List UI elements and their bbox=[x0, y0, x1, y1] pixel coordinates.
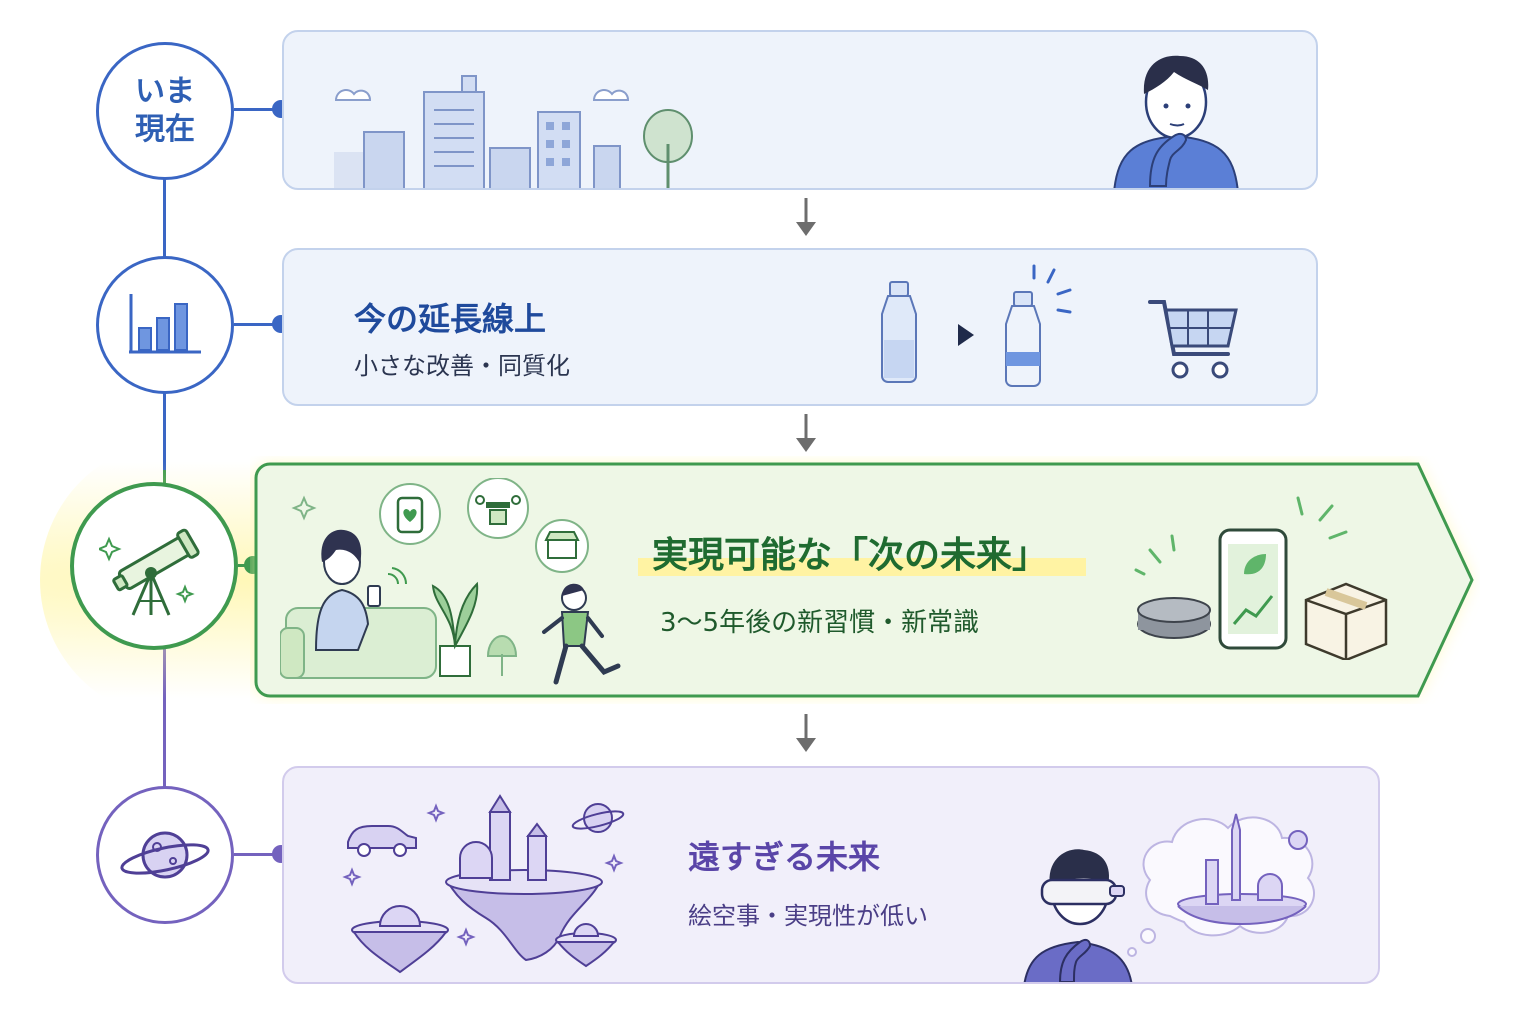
stage-node-now: いま 現在 bbox=[96, 42, 234, 180]
stage-node-far-future bbox=[96, 786, 234, 924]
stage-card-extension: 今の延長線上 小さな改善・同質化 bbox=[282, 248, 1318, 406]
shopping-cart-icon bbox=[1148, 300, 1238, 379]
stage-card-far-future: 遠すぎる未来 絵空事・実現性が低い bbox=[282, 766, 1380, 984]
title-highlight bbox=[638, 558, 1086, 576]
bottle-icon bbox=[881, 281, 917, 383]
stage-subtitle-next-future: 3～5年後の新習慣・新常識 bbox=[660, 608, 980, 638]
node-label-line1: いま bbox=[135, 74, 195, 109]
city-skyline-illustration bbox=[334, 75, 693, 188]
stage-title-far-future: 遠すぎる未来 bbox=[688, 838, 881, 876]
smart-devices-illustration bbox=[1134, 496, 1388, 660]
floating-islands-illustration bbox=[342, 794, 625, 974]
vr-dreamer-illustration bbox=[1023, 813, 1315, 982]
stage-subtitle-far-future: 絵空事・実現性が低い bbox=[688, 902, 928, 930]
planet-icon bbox=[120, 831, 210, 879]
arrow-down-3 bbox=[796, 714, 816, 752]
arrow-down-2 bbox=[796, 414, 816, 452]
thinking-person-illustration bbox=[1113, 55, 1239, 188]
stage-card-now bbox=[282, 30, 1318, 190]
bar-chart-icon bbox=[129, 294, 201, 354]
arrow-right-icon bbox=[958, 324, 974, 346]
connector-extension bbox=[234, 323, 280, 326]
node-label-line2: 現在 bbox=[135, 112, 195, 147]
lifestyle-illustration bbox=[280, 478, 621, 685]
connector-now bbox=[234, 108, 280, 111]
connector-far-future bbox=[234, 853, 280, 856]
stage-node-extension bbox=[96, 256, 234, 394]
stage-subtitle-extension: 小さな改善・同質化 bbox=[354, 352, 570, 380]
arrow-down-1 bbox=[796, 198, 816, 236]
stage-title-extension: 今の延長線上 bbox=[354, 300, 547, 338]
stage-title-next-future: 実現可能な「次の未来」 bbox=[652, 535, 1049, 576]
stage-node-next-future bbox=[70, 482, 238, 650]
bottle-new-icon bbox=[1005, 264, 1072, 387]
telescope-icon bbox=[99, 528, 200, 616]
